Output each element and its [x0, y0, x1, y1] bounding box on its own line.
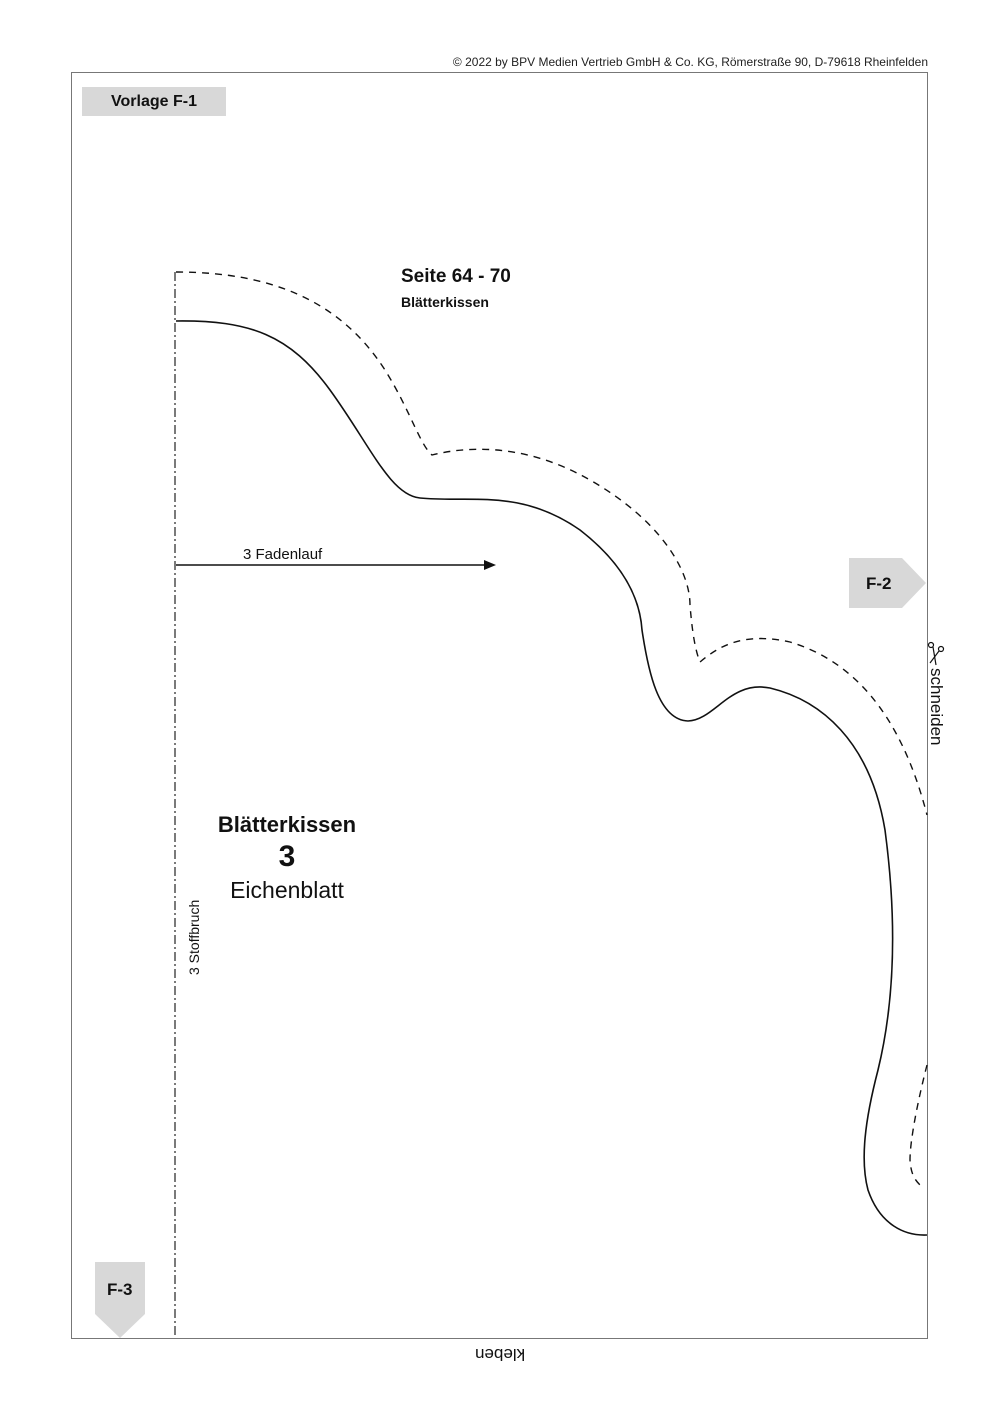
cut-line — [175, 271, 928, 816]
piece-title: Blätterkissen — [217, 812, 357, 837]
scissors-icon — [927, 641, 945, 666]
seam-line — [175, 320, 928, 1236]
glue-label: kleben — [475, 1345, 526, 1364]
connector-f3-tab — [95, 1262, 145, 1338]
piece-number: 3 — [278, 840, 296, 873]
connector-f2-label: F-2 — [866, 574, 892, 593]
piece-name: Eichenblatt — [230, 877, 344, 903]
page-reference: Seite 64 - 70 — [401, 266, 511, 287]
cut-line-lower — [909, 1064, 928, 1187]
grain-line-label: 3 Fadenlauf — [243, 546, 323, 563]
page-reference-subtitle: Blätterkissen — [401, 294, 489, 310]
copyright-notice: © 2022 by BPV Medien Vertrieb GmbH & Co.… — [452, 55, 928, 69]
template-label: Vorlage F-1 — [82, 87, 226, 116]
connector-f2-tab — [849, 558, 926, 608]
fold-line-label: 3 Stoffbruch — [186, 899, 202, 975]
grain-arrow-head — [484, 560, 496, 570]
connector-f3-label: F-3 — [107, 1280, 133, 1299]
cut-label: schneiden — [927, 668, 946, 746]
page-frame — [71, 72, 928, 1339]
